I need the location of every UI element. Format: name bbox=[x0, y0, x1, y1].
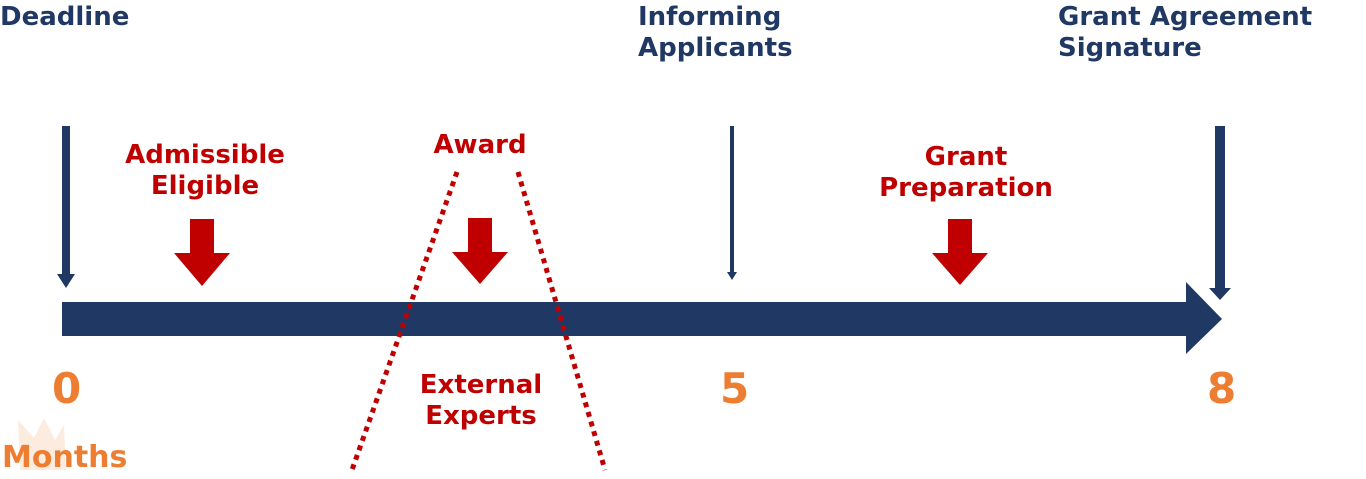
month-0-label: 0 bbox=[52, 364, 82, 413]
award-arrow bbox=[452, 218, 508, 284]
award-label: Award bbox=[433, 130, 527, 160]
grant-preparation-label: Grant Preparation bbox=[879, 142, 1053, 204]
grant-prep-arrow bbox=[932, 219, 988, 285]
admissible-eligible-label: Admissible Eligible bbox=[125, 140, 285, 202]
month-5-label: 5 bbox=[720, 364, 750, 413]
timeline-arrowhead bbox=[1186, 282, 1222, 354]
deadline-marker bbox=[57, 126, 75, 288]
signature-marker bbox=[1209, 126, 1231, 300]
months-unit-label: Months bbox=[2, 440, 128, 475]
grant-agreement-signature-label: Grant Agreement Signature bbox=[1058, 2, 1313, 64]
informing-marker bbox=[727, 126, 737, 280]
deadline-label: Deadline bbox=[0, 2, 130, 32]
month-8-label: 8 bbox=[1207, 364, 1237, 413]
admissible-arrow bbox=[174, 219, 230, 286]
expert-dotted-line-right bbox=[515, 171, 608, 471]
expert-dotted-line-left bbox=[349, 171, 460, 471]
informing-applicants-label: Informing Applicants bbox=[638, 2, 793, 64]
leaf-decoration bbox=[18, 418, 66, 470]
timeline-bar bbox=[62, 302, 1190, 336]
external-experts-label: External Experts bbox=[419, 370, 543, 432]
